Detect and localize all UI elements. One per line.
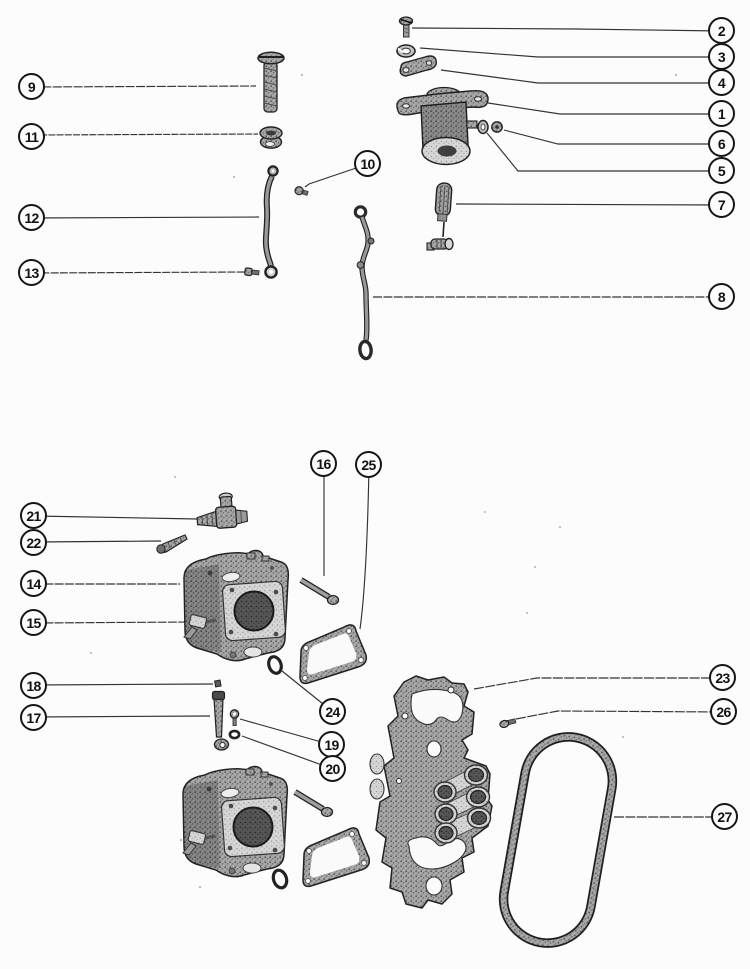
part-26-screw — [499, 718, 517, 729]
callout-25: 25 — [355, 451, 382, 478]
part-13-screw — [244, 267, 260, 277]
leader-17 — [33, 715, 211, 718]
callout-23: 23 — [709, 664, 736, 691]
part-24-o-ring-lower — [271, 868, 289, 890]
callout-8: 8 — [708, 283, 735, 310]
part-10-screw — [294, 186, 309, 196]
callout-21: 21 — [20, 502, 47, 529]
callout-17: 17 — [20, 704, 47, 731]
leader-18 — [33, 683, 214, 686]
part-20-o-ring — [228, 729, 241, 740]
part-27-seal-ring — [498, 732, 618, 948]
part-21-tee-fitting — [196, 492, 249, 529]
part-1-solenoid-body — [396, 86, 489, 166]
leader-11 — [31, 133, 259, 136]
part-18-pin — [214, 679, 222, 688]
callout-7: 7 — [708, 191, 735, 218]
callout-14: 14 — [20, 570, 47, 597]
callout-1: 1 — [708, 100, 735, 127]
callout-4: 4 — [708, 69, 735, 96]
leader-10 — [304, 163, 369, 188]
callout-26: 26 — [710, 698, 737, 725]
leader-15 — [33, 621, 192, 624]
leader-3 — [419, 47, 722, 58]
callout-11: 11 — [18, 123, 45, 150]
leader-1 — [487, 102, 722, 115]
part-6-washer — [491, 121, 503, 133]
callout-20: 20 — [319, 755, 346, 782]
leader-4 — [440, 69, 722, 84]
part-4-lever — [399, 55, 437, 77]
part-3-lock-washer — [396, 44, 416, 58]
leader-25 — [359, 464, 370, 630]
leader-20 — [241, 735, 334, 770]
part-15-mixture-screw — [183, 614, 217, 640]
part-9-screw — [257, 51, 285, 113]
callout-18: 18 — [20, 672, 47, 699]
callout-10: 10 — [354, 150, 381, 177]
callout-19: 19 — [318, 731, 345, 758]
callout-22: 22 — [20, 529, 47, 556]
manifold-ports — [433, 764, 492, 844]
part-22-drive-screw — [156, 534, 188, 554]
part-23-intake-manifold — [369, 675, 493, 909]
leader-5 — [486, 132, 722, 172]
part-2-screw — [398, 16, 414, 38]
part-19-screw — [229, 709, 240, 726]
callout-2: 2 — [708, 17, 735, 44]
part-7-valve — [426, 182, 454, 251]
part-11-grommet — [259, 126, 283, 149]
callout-13: 13 — [18, 259, 45, 286]
leader-2 — [411, 27, 723, 32]
leader-9 — [31, 85, 257, 88]
callout-12: 12 — [18, 204, 45, 231]
callout-9: 9 — [18, 73, 45, 100]
part-16-bolt — [299, 577, 340, 606]
callout-24: 24 — [319, 698, 346, 725]
part-14-carburetor — [183, 549, 290, 662]
callout-3: 3 — [708, 43, 735, 70]
part-25-gasket — [299, 624, 368, 685]
leader-12 — [31, 216, 260, 219]
part-5-washer — [477, 119, 489, 135]
leader-lines — [31, 27, 725, 818]
part-25-gasket-lower — [302, 827, 371, 888]
leader-21 — [33, 515, 198, 520]
part-16-bolt-lower — [295, 792, 333, 817]
callout-15: 15 — [20, 609, 47, 636]
callout-16: 16 — [310, 450, 337, 477]
leader-13 — [31, 271, 248, 274]
part-12-link-rod — [262, 165, 279, 279]
part-24-o-ring — [267, 655, 283, 675]
callout-5: 5 — [708, 157, 735, 184]
callout-6: 6 — [708, 130, 735, 157]
leader-19 — [239, 718, 333, 746]
leader-22 — [33, 540, 162, 543]
scan-artifacts — [90, 73, 678, 889]
leader-7 — [455, 203, 723, 206]
leader-6 — [503, 129, 722, 145]
part-17-link — [211, 690, 230, 751]
leader-23 — [473, 677, 723, 690]
part-8-choke-rod — [353, 205, 375, 361]
leader-26 — [515, 710, 725, 720]
callout-27: 27 — [711, 803, 738, 830]
part-14-carburetor-lower — [181, 764, 289, 879]
